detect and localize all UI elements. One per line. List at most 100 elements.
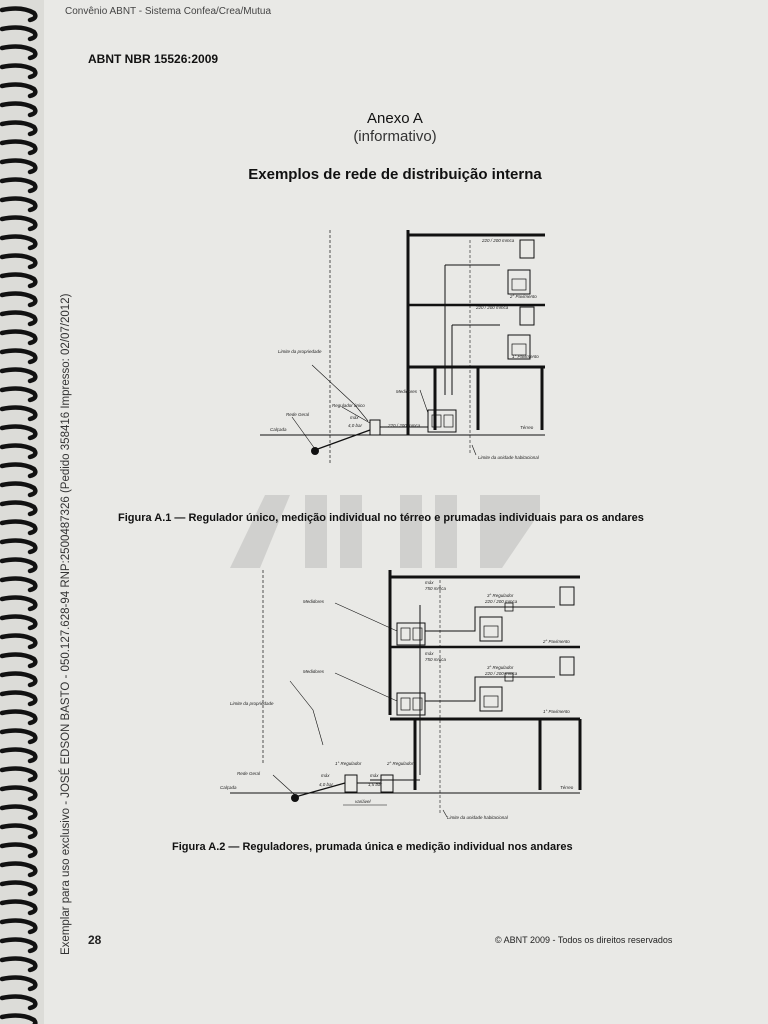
- spiral-coil: [0, 272, 38, 289]
- fig2-floor2: 2° Pavimento: [542, 639, 570, 644]
- spiral-coil: [0, 481, 38, 498]
- spiral-coil: [0, 918, 38, 935]
- spiral-coil: [0, 25, 38, 42]
- spiral-coil: [0, 880, 38, 897]
- fig1-max-pressure: 4,0 bar: [348, 423, 363, 428]
- spiral-coil: [0, 671, 38, 688]
- spiral-coil: [0, 842, 38, 859]
- spiral-coil: [0, 576, 38, 593]
- fig2-meters-mid: Medidores: [303, 669, 325, 674]
- spiral-coil: [0, 253, 38, 270]
- fig2-max1: máx: [321, 773, 330, 778]
- fig2-reg1: 1° Regulador: [335, 761, 362, 766]
- fig2-max-top: máx: [425, 580, 434, 585]
- spiral-coil: [0, 443, 38, 460]
- fig2-max-mid: máx: [425, 651, 434, 656]
- spiral-coil: [0, 424, 38, 441]
- fig2-meters-top: Medidores: [303, 599, 325, 604]
- spiral-coil: [0, 1013, 38, 1024]
- spiral-coil: [0, 120, 38, 137]
- spiral-coil: [0, 405, 38, 422]
- spiral-coil: [0, 899, 38, 916]
- fig2-max-top-val: 750 mmca: [425, 586, 447, 591]
- abnt-watermark-logo: [230, 495, 540, 568]
- fig1-regulator: Regulador único: [332, 403, 365, 408]
- spiral-coil: [0, 633, 38, 650]
- fig2-max-mid-val: 750 mmca: [425, 657, 447, 662]
- spiral-coil: [0, 728, 38, 745]
- spiral-coil: [0, 804, 38, 821]
- spiral-coil: [0, 234, 38, 251]
- fig2-reg3-mid: 3° Regulador: [487, 665, 514, 670]
- spiral-coil: [0, 994, 38, 1011]
- fig2-max1-val: 4,0 bar: [319, 782, 334, 787]
- spiral-coil: [0, 462, 38, 479]
- spiral-coil: [0, 386, 38, 403]
- spiral-coil: [0, 177, 38, 194]
- spiral-coil: [0, 329, 38, 346]
- spiral-coil: [0, 956, 38, 973]
- copyright-notice: © ABNT 2009 - Todos os direitos reservad…: [495, 935, 673, 945]
- fig1-floor2: 2° Pavimento: [509, 294, 537, 299]
- fig1-sidewalk: Calçada: [270, 427, 287, 432]
- annex-title: Anexo A: [367, 110, 423, 127]
- standard-number: ABNT NBR 15526:2009: [88, 52, 219, 66]
- spiral-coil: [0, 595, 38, 612]
- spiral-coil: [0, 196, 38, 213]
- spiral-coil: [0, 367, 38, 384]
- fig2-floor1: 1° Pavimento: [543, 709, 570, 714]
- spiral-coil: [0, 6, 38, 23]
- fig2-sidewalk: Calçada: [220, 785, 237, 790]
- spiral-coil: [0, 44, 38, 61]
- fig2-max2-val: 1,5 bar: [368, 782, 383, 787]
- spiral-coil: [0, 82, 38, 99]
- fig2-reg2: 2° Regulador: [386, 761, 414, 766]
- fig2-street-network: Rede Geral: [237, 771, 261, 776]
- fig2-unit-limit: Limite da unidade habitacional: [447, 815, 509, 820]
- spiral-coil: [0, 519, 38, 536]
- spiral-coil: [0, 63, 38, 80]
- spiral-coil: [0, 215, 38, 232]
- figure-a2-diagram: máx 750 mmca 3° Regulador 220 / 200 mmca…: [220, 570, 582, 820]
- spiral-coil: [0, 348, 38, 365]
- spiral-coil: [0, 937, 38, 954]
- figure-a1-caption: Figura A.1 — Regulador único, medição in…: [118, 512, 644, 524]
- fig1-unit-limit: Limite da unidade habitacional: [478, 455, 540, 460]
- fig2-property-limit: Limite da propriedade: [230, 701, 274, 706]
- spiral-coil: [0, 139, 38, 156]
- spiral-coil: [0, 158, 38, 175]
- spiral-coil: [0, 690, 38, 707]
- spiral-coil: [0, 747, 38, 764]
- header-convenio: Convênio ABNT - Sistema Confea/Crea/Mutu…: [65, 6, 272, 17]
- spiral-coil: [0, 861, 38, 878]
- fig2-reg3-top: 3° Regulador: [487, 593, 514, 598]
- spiral-coil: [0, 291, 38, 308]
- spiral-coil: [0, 652, 38, 669]
- fig1-street-network: Rede Geral: [286, 412, 310, 417]
- fig2-max2: máx: [370, 773, 379, 778]
- spiral-coil: [0, 823, 38, 840]
- spiral-coil: [0, 975, 38, 992]
- fig1-floor1: 1° Pavimento: [512, 354, 539, 359]
- fig1-pressure-low: 220 / 200 mmca: [387, 423, 421, 428]
- fig1-property-limit: Limite da propriedade: [278, 349, 322, 354]
- fig1-meters: Medidores: [396, 389, 418, 394]
- spiral-coil: [0, 557, 38, 574]
- fig2-ground: Térreo: [560, 785, 574, 790]
- annex-subtitle: (informativo): [353, 128, 437, 145]
- fig2-variable: variável: [355, 799, 372, 804]
- spiral-binding: [0, 0, 44, 1024]
- spiral-coil: [0, 101, 38, 118]
- spiral-coil: [0, 500, 38, 517]
- spiral-coil: [0, 766, 38, 783]
- spiral-coil: [0, 785, 38, 802]
- spiral-coil: [0, 538, 38, 555]
- fig1-max: máx: [350, 415, 359, 420]
- fig2-pressure-mid: 220 / 200 mmca: [484, 671, 518, 676]
- figure-a2-caption: Figura A.2 — Reguladores, prumada única …: [172, 841, 573, 853]
- fig1-pressure-top: 220 / 200 mmca: [481, 238, 515, 243]
- page-number: 28: [88, 933, 102, 947]
- section-title: Exemplos de rede de distribuição interna: [248, 166, 542, 183]
- spiral-coil: [0, 614, 38, 631]
- document-page: Convênio ABNT - Sistema Confea/Crea/Mutu…: [50, 0, 768, 1024]
